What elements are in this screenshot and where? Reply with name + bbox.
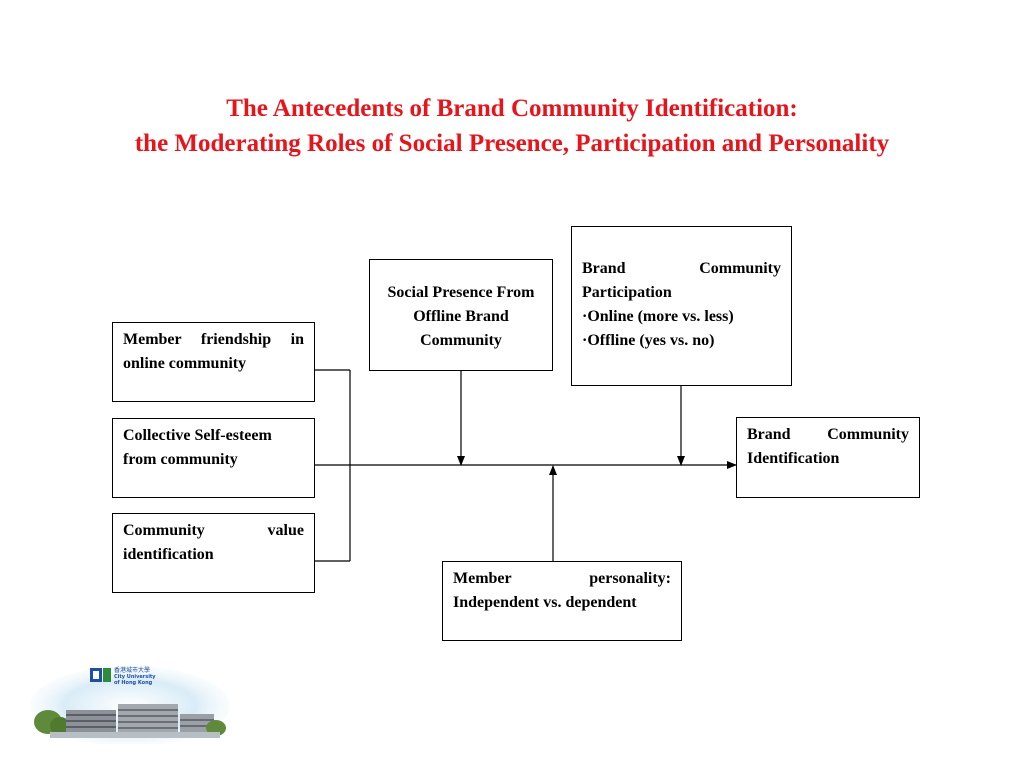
social-presence-text: Social Presence From Offline Brand Commu… xyxy=(387,284,535,349)
personality-box: Member personality: Independent vs. depe… xyxy=(442,561,682,641)
friendship-box: Member friendship in online community xyxy=(112,322,315,402)
diagram-title-line1: The Antecedents of Brand Community Ident… xyxy=(226,95,798,122)
participation-online: ·Online (more vs. less) xyxy=(582,308,734,325)
identification-box: Brand Community Identification xyxy=(736,417,920,498)
social-presence-box: Social Presence From Offline Brand Commu… xyxy=(369,259,553,371)
university-logo: 香港城市大學 City University of Hong Kong xyxy=(30,664,230,746)
participation-offline: ·Offline (yes vs. no) xyxy=(582,332,715,349)
logo-english-name-line1: City University xyxy=(114,674,156,680)
self-esteem-box: Collective Self-esteem from community xyxy=(112,418,315,498)
logo-english-name-line2: of Hong Kong xyxy=(114,680,153,686)
participation-box: Brand Community Participation ·Online (m… xyxy=(571,226,792,386)
identification-text: Brand Community Identification xyxy=(747,426,909,467)
self-esteem-text: Collective Self-esteem from community xyxy=(123,427,272,468)
value-identification-box: Community value identification xyxy=(112,513,315,593)
participation-heading: Brand Community Participation xyxy=(582,260,781,301)
logo-chinese-name: 香港城市大學 xyxy=(114,667,151,674)
personality-text: Member personality: Independent vs. depe… xyxy=(453,570,671,611)
value-identification-text: Community value identification xyxy=(123,522,304,563)
friendship-text: Member friendship in online community xyxy=(123,331,304,372)
diagram-title-line2: the Moderating Roles of Social Presence,… xyxy=(134,130,890,157)
